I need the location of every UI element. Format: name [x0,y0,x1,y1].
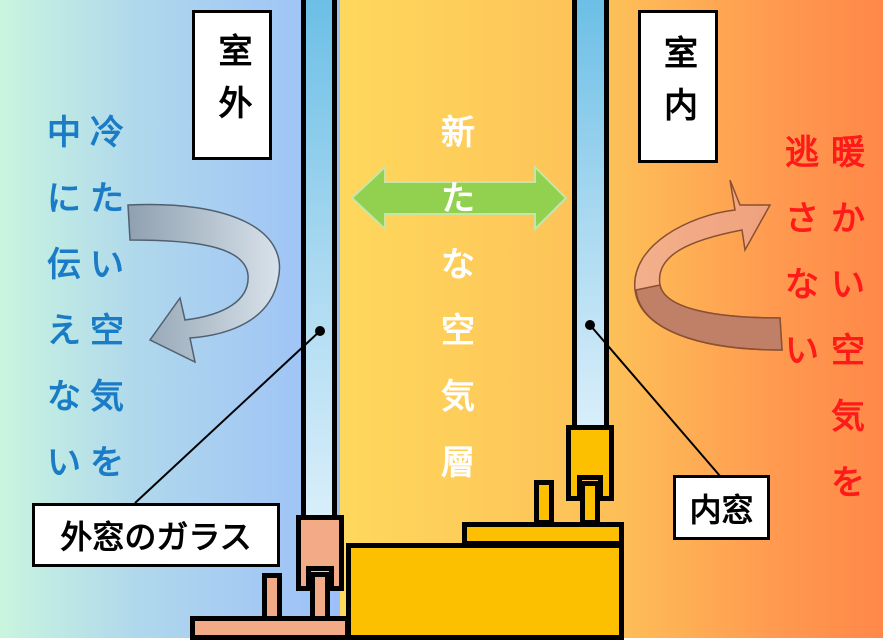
rail-pin [534,480,554,525]
curved-arrow-cold-icon [127,203,281,364]
left-text-col2: 中に伝えない [47,100,81,496]
char: 気 [90,377,124,417]
char: さ [785,199,819,239]
char: な [785,265,819,305]
char: 伝 [47,245,81,285]
char: い [47,443,81,483]
double-arrow-icon [350,164,568,232]
char: 暖 [831,133,865,173]
inner-window-label: 内窓 [673,475,770,540]
rail-pin [580,481,600,525]
outer-glass-dot [315,326,325,336]
char: を [831,463,865,503]
char: 空 [831,331,865,371]
char: 逃 [785,133,819,173]
char: な [441,245,475,285]
inner-window-leader-line [589,324,721,477]
char: た [90,179,124,219]
inner-window-label-text: 内窓 [689,490,754,529]
outdoor-label-text: 室外 [212,33,252,137]
char: 気 [441,377,475,417]
char: 冷 [90,113,124,153]
outer-glass-leader-line [134,330,321,504]
char: い [785,331,819,371]
curved-arrow-shadow [635,284,783,351]
outer-glass-label-text: 外窓のガラス [60,518,252,556]
center-text: 新たな空気層 [441,100,475,496]
char: い [831,265,865,305]
char: か [831,199,865,239]
char: を [90,443,124,483]
char: に [47,179,81,219]
left-text-col1: 冷たい空気を [90,100,124,496]
right-text-col2: 逃さない [785,120,819,384]
char: 中 [47,113,81,153]
char: た [441,179,475,219]
indoor-label-text: 室内 [657,34,698,139]
char: 新 [441,113,475,153]
char: 層 [441,443,475,483]
char: な [47,377,81,417]
char: 気 [831,397,865,437]
char: え [47,311,81,351]
char: い [90,245,124,285]
inner-window-dot [585,320,595,330]
indoor-label: 室内 [638,10,718,163]
char: 空 [90,311,124,351]
char: 空 [441,311,475,351]
outdoor-label: 室外 [192,10,272,160]
outer-glass-label: 外窓のガラス [32,503,280,567]
outer-window-glass [301,0,337,520]
right-text-col1: 暖かい空気を [831,120,865,516]
